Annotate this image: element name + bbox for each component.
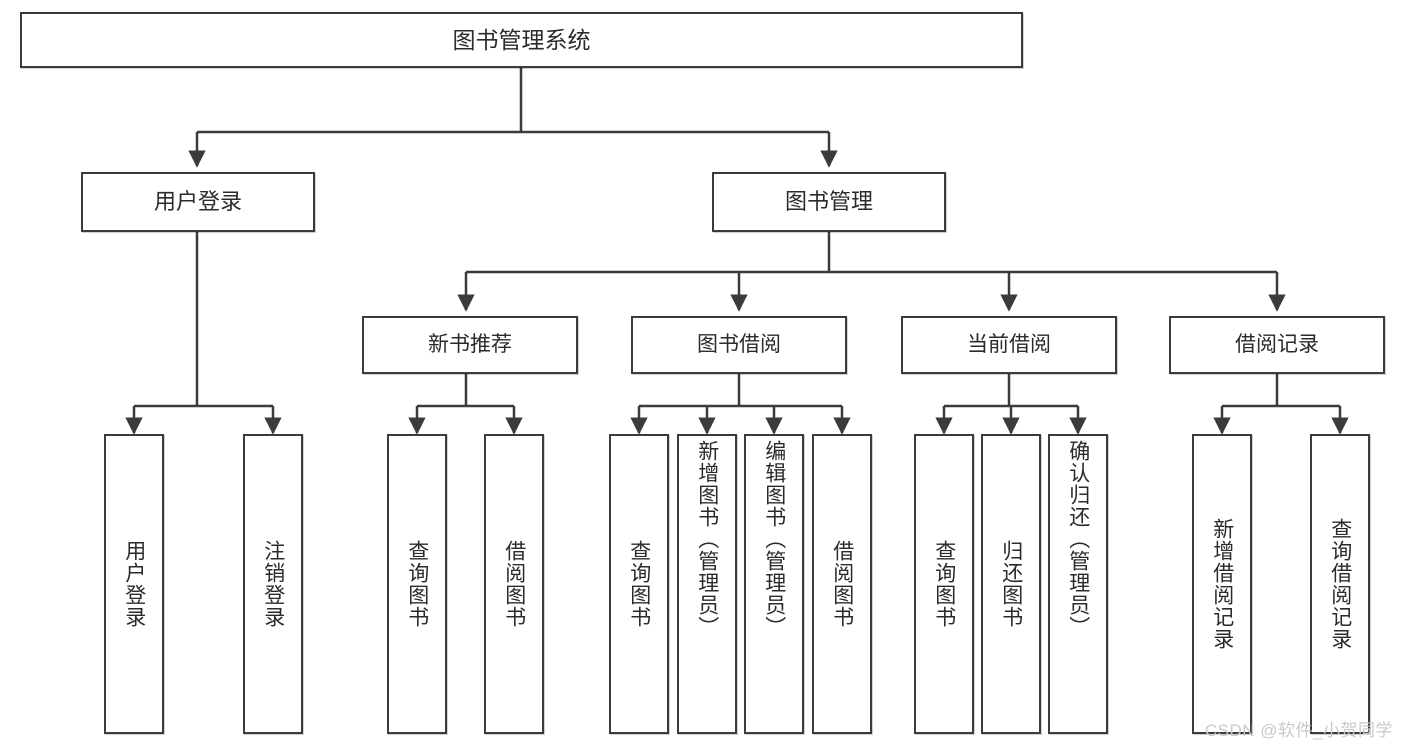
leaf-label: 查询图书 [405,540,429,628]
leaf-book-borrow-add[interactable]: 新增图书（管理员） [677,434,737,734]
leaf-label: 编辑图书（管理员） [762,440,786,638]
node-borrow-record[interactable]: 借阅记录 [1169,316,1385,374]
leaf-label: 确认归还（管理员） [1066,440,1090,638]
node-current-borrow[interactable]: 当前借阅 [901,316,1117,374]
leaf-label: 新增图书（管理员） [695,440,719,638]
node-root-system[interactable]: 图书管理系统 [20,12,1023,68]
leaf-user-login-login[interactable]: 用户登录 [104,434,164,734]
leaf-current-borrow-confirm[interactable]: 确认归还（管理员） [1048,434,1108,734]
node-new-book-recommend[interactable]: 新书推荐 [362,316,578,374]
leaf-label: 查询借阅记录 [1328,518,1352,650]
node-label: 借阅记录 [1235,332,1319,356]
leaf-label: 注销登录 [261,540,285,628]
leaf-label: 新增借阅记录 [1210,518,1234,650]
leaf-new-book-query[interactable]: 查询图书 [387,434,447,734]
leaf-book-borrow-query[interactable]: 查询图书 [609,434,669,734]
node-label: 图书管理 [784,189,873,215]
node-label: 新书推荐 [428,332,512,356]
leaf-label: 查询图书 [932,540,956,628]
leaf-borrow-record-query[interactable]: 查询借阅记录 [1310,434,1370,734]
node-label: 用户登录 [153,189,242,215]
leaf-borrow-record-add[interactable]: 新增借阅记录 [1192,434,1252,734]
node-user-login[interactable]: 用户登录 [81,172,315,232]
node-book-borrow[interactable]: 图书借阅 [631,316,847,374]
leaf-current-borrow-query[interactable]: 查询图书 [914,434,974,734]
node-book-management[interactable]: 图书管理 [712,172,946,232]
node-label: 图书管理系统 [452,26,591,53]
watermark-text: CSDN @软件_小贺同学 [1204,721,1393,740]
leaf-label: 用户登录 [122,540,146,628]
leaf-user-login-logout[interactable]: 注销登录 [243,434,303,734]
leaf-current-borrow-return[interactable]: 归还图书 [981,434,1041,734]
leaf-label: 查询图书 [627,540,651,628]
leaf-new-book-borrow[interactable]: 借阅图书 [484,434,544,734]
leaf-book-borrow-edit[interactable]: 编辑图书（管理员） [744,434,804,734]
leaf-label: 归还图书 [999,540,1023,628]
leaf-label: 借阅图书 [830,540,854,628]
leaf-label: 借阅图书 [502,540,526,628]
leaf-book-borrow-borrow[interactable]: 借阅图书 [812,434,872,734]
node-label: 当前借阅 [967,332,1051,356]
node-label: 图书借阅 [697,332,781,356]
